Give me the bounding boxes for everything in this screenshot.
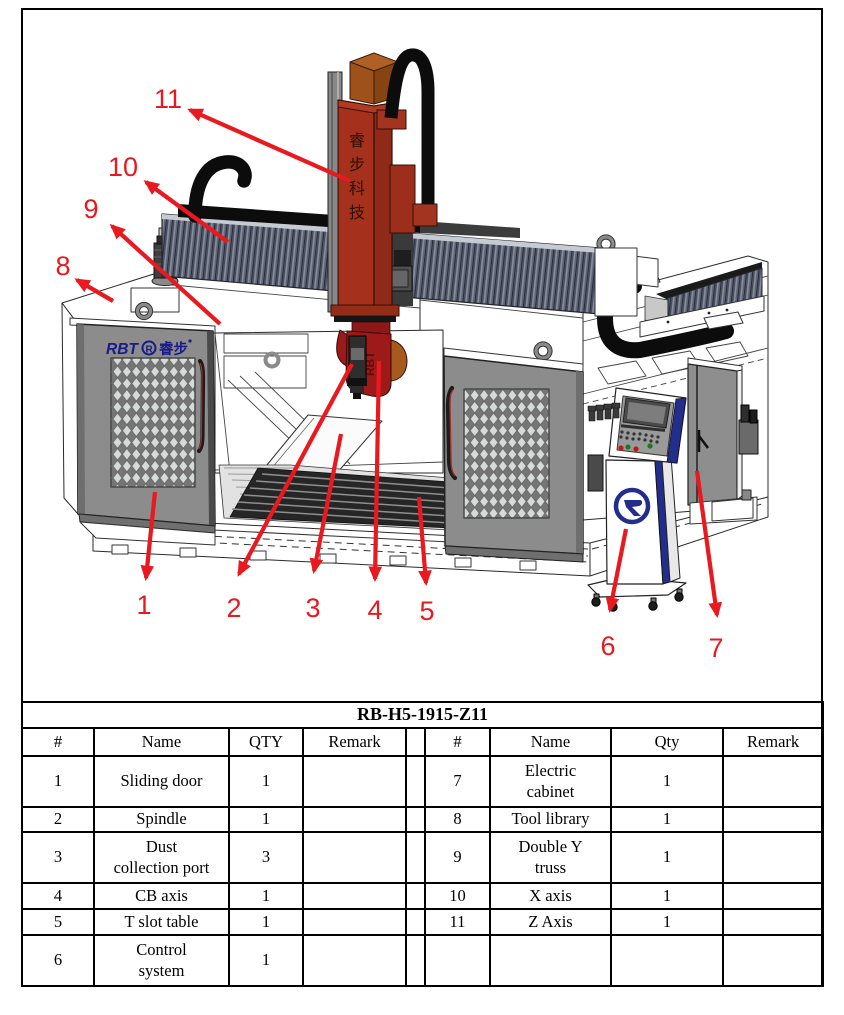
- svg-text:7: 7: [708, 633, 723, 663]
- svg-text:睿步: 睿步: [159, 340, 188, 358]
- svg-text:4: 4: [367, 595, 382, 625]
- svg-text:睿: 睿: [349, 132, 365, 150]
- svg-text:6: 6: [600, 631, 615, 661]
- svg-text:步: 步: [349, 156, 365, 174]
- svg-text:11: 11: [154, 84, 182, 114]
- svg-text:3: 3: [305, 593, 320, 623]
- svg-text:8: 8: [55, 251, 70, 281]
- svg-text:R: R: [146, 345, 154, 356]
- svg-text:5: 5: [419, 596, 434, 626]
- svg-text:RBT: RBT: [106, 341, 139, 358]
- svg-text:1: 1: [136, 590, 151, 620]
- svg-text:9: 9: [83, 194, 98, 224]
- svg-text:2: 2: [226, 593, 241, 623]
- svg-text:科: 科: [349, 180, 365, 198]
- svg-text:10: 10: [108, 152, 138, 182]
- svg-text:技: 技: [349, 204, 365, 222]
